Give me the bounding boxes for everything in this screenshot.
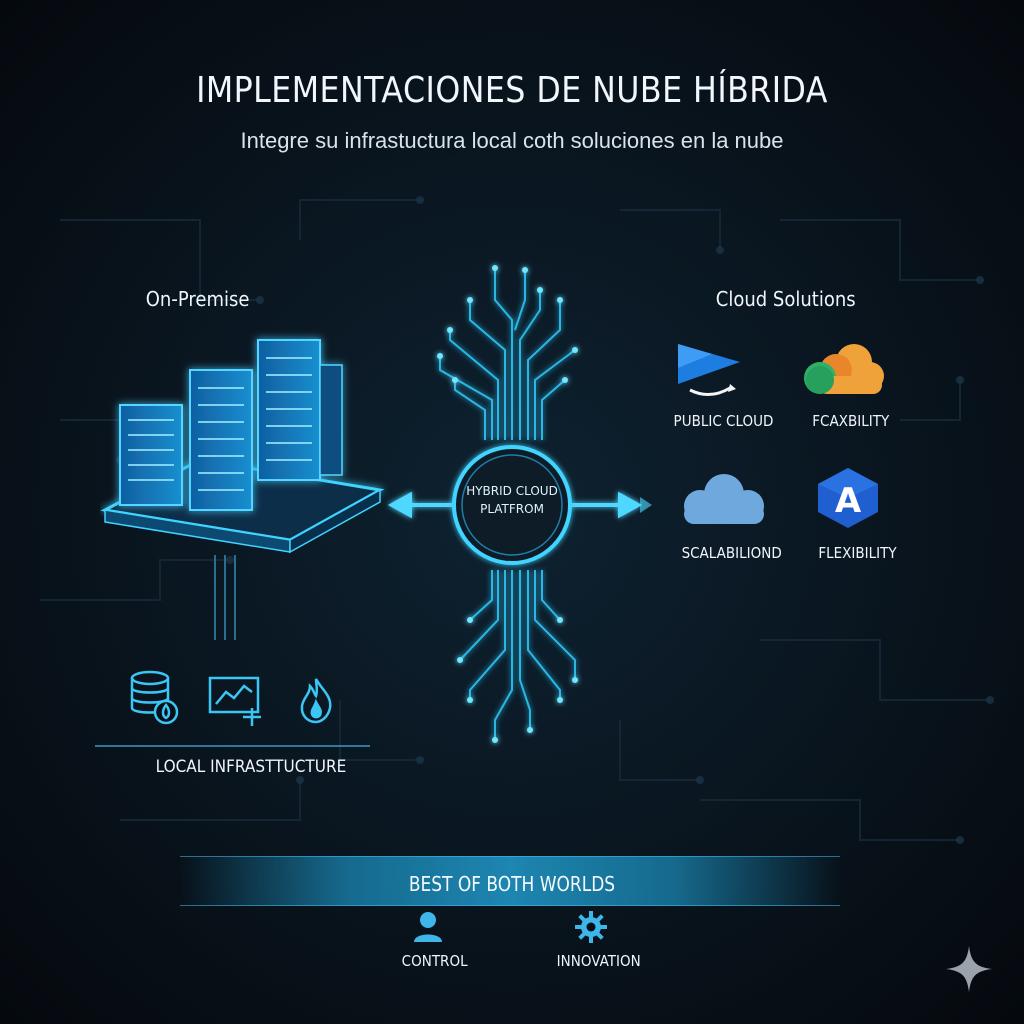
cloud-solutions-heading: Cloud Solutions <box>715 287 856 311</box>
multicolor-cloud-icon <box>804 344 884 394</box>
scalability-label: SCALABILIOND <box>681 544 782 562</box>
server-rack-icon <box>100 339 385 640</box>
page-title: IMPLEMENTACIONES DE NUBE HÍBRIDA <box>196 70 828 111</box>
user-icon <box>414 912 442 942</box>
blue-cloud-icon <box>684 474 764 524</box>
database-fire-icon <box>130 670 179 725</box>
flexibility-label: FLEXIBILITY <box>818 544 897 562</box>
flame-icon <box>300 678 332 724</box>
best-of-both-worlds-banner <box>180 856 840 906</box>
chart-plus-icon <box>208 676 261 726</box>
public-cloud-label: PUBLIC CLOUD <box>673 412 774 430</box>
play-smile-logo-icon <box>678 344 740 396</box>
svg-text:A: A <box>835 481 862 521</box>
on-premise-heading: On-Premise <box>145 287 250 311</box>
local-infrastructure-label: LOCAL INFRASTTUCTURE <box>155 757 347 777</box>
sparkle-icon <box>946 946 992 992</box>
gear-icon <box>575 911 607 943</box>
page-subtitle: Integre su infrastuctura local coth solu… <box>240 128 784 153</box>
divider-line <box>95 745 370 747</box>
hub-label: HYBRID CLOUD PLATFROM <box>460 482 564 518</box>
control-label: CONTROL <box>401 952 468 970</box>
hub-label-line1: HYBRID CLOUD <box>466 484 558 498</box>
banner-label: BEST OF BOTH WORLDS <box>408 872 616 896</box>
letter-a-logo-icon: A <box>818 468 878 528</box>
fcaxbility-label: FCAXBILITY <box>812 412 890 430</box>
hub-label-line2: PLATFROM <box>480 502 544 516</box>
innovation-label: INNOVATION <box>556 952 641 970</box>
